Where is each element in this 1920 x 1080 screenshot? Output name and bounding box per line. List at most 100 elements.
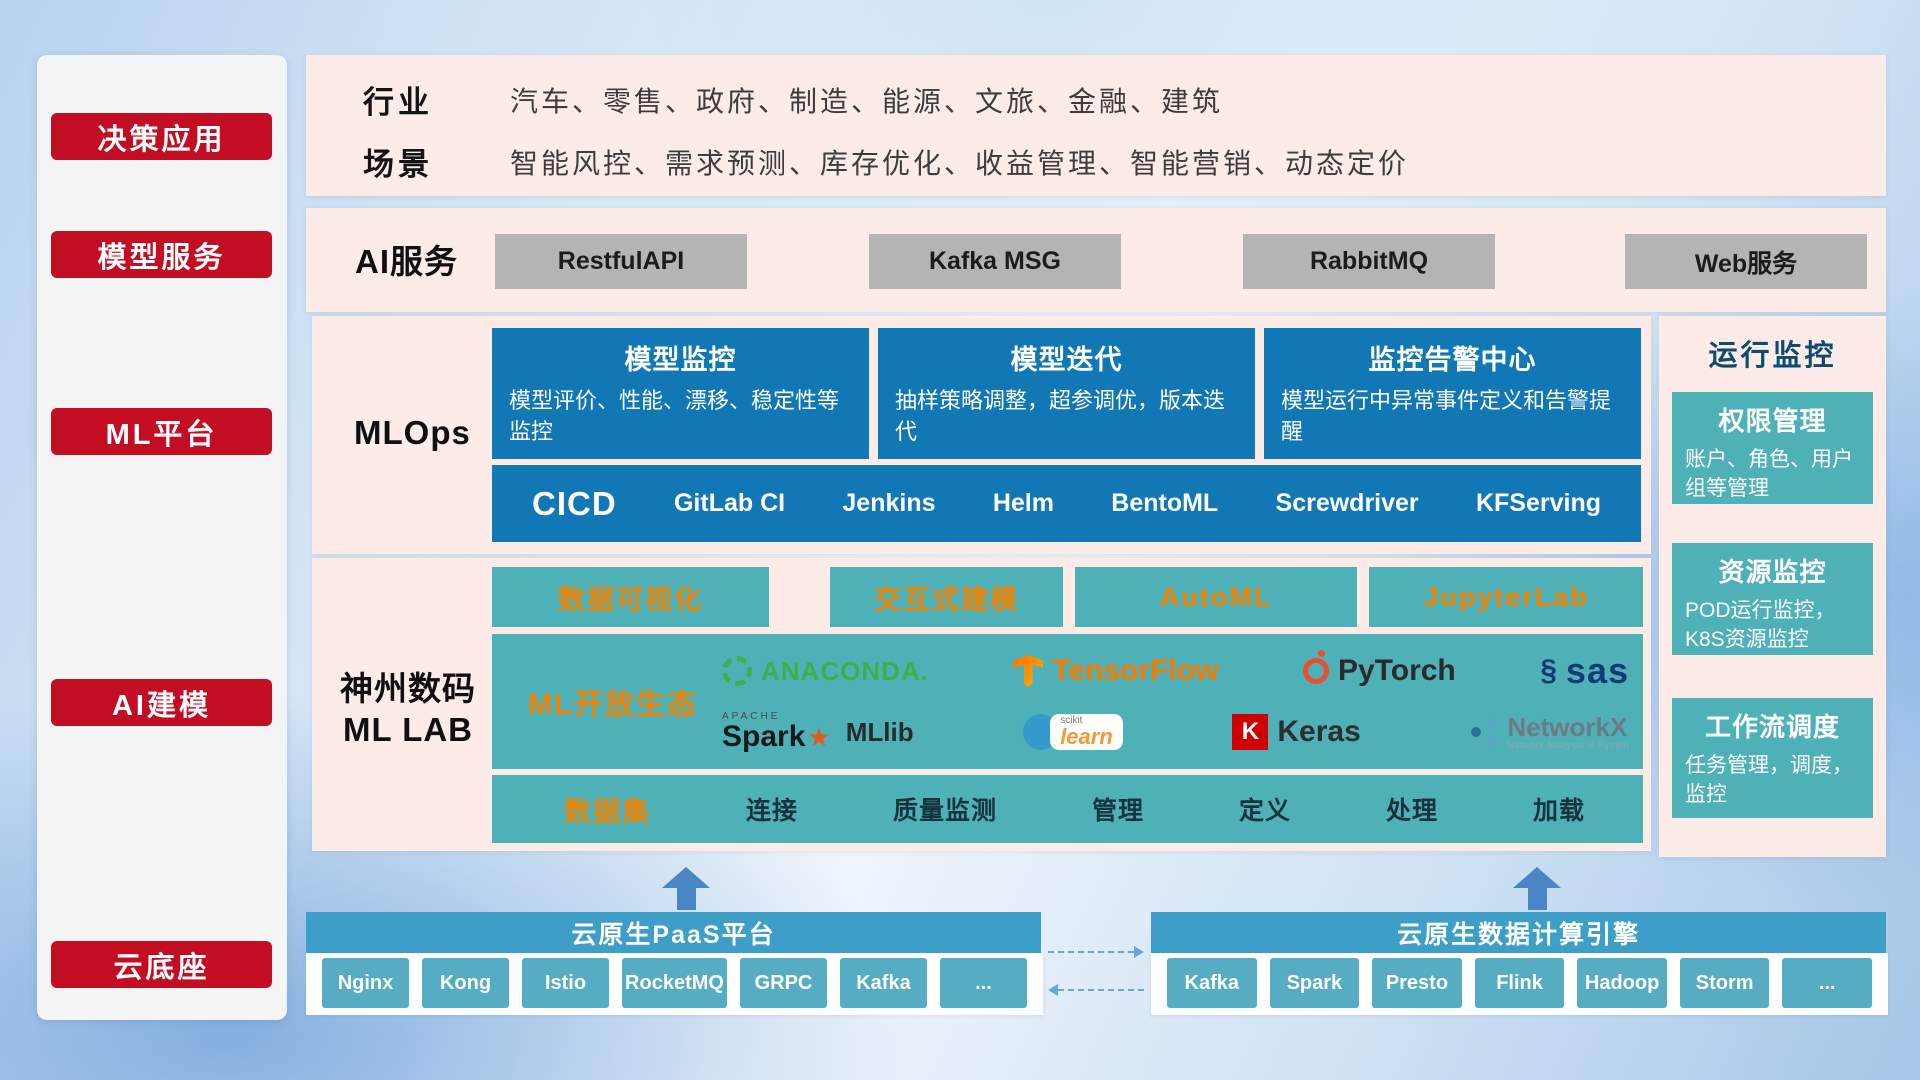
- card-desc: 任务管理，调度，监控: [1685, 754, 1853, 807]
- ml-lab-label-line2: ML LAB: [342, 711, 474, 749]
- ml-lab-label: 神州数码 ML LAB: [326, 668, 490, 751]
- service-restfulapi: RestfulAPI: [495, 234, 747, 289]
- runtime-monitoring-panel: 运行监控 权限管理 账户、角色、用户组等管理 资源监控 POD运行监控，K8S资…: [1659, 316, 1886, 857]
- paas-item-rocketmq: RocketMQ: [622, 958, 727, 1008]
- card-title: 工作流调度: [1704, 712, 1840, 742]
- card-desc: POD运行监控，K8S资源监控: [1685, 599, 1836, 652]
- tensorflow-logo: TensorFlow: [1013, 654, 1218, 688]
- ecosystem-label: ML开放生态: [528, 688, 698, 721]
- card-title: 权限管理: [1718, 406, 1827, 436]
- ecosystem-logos: ANACONDA. TensorFlow PyTorch § sas: [722, 642, 1629, 761]
- dashed-arrow-left: [1048, 984, 1144, 996]
- layer-decision-application: 决策应用: [51, 113, 272, 160]
- arrow-head: [662, 867, 710, 888]
- cicd-label: CICD: [532, 484, 617, 522]
- engine-item-spark: Spark: [1269, 958, 1360, 1008]
- cicd-tool-gitlab-ci: GitLab CI: [673, 489, 786, 517]
- ai-service-label: AI服务: [355, 243, 458, 280]
- networkx-caption: Network Analysis in Python: [1507, 739, 1629, 750]
- paas-item-istio: Istio: [522, 958, 610, 1008]
- dataset-item-quality: 质量监测: [892, 797, 997, 825]
- arrow-stem: [676, 888, 696, 910]
- industry-list: 汽车、零售、政府、制造、能源、文旅、金融、建筑: [510, 86, 1224, 117]
- lab-tool-automl: AutoML: [1075, 567, 1357, 627]
- anaconda-logo: ANACONDA.: [722, 656, 929, 687]
- scikit-learn-wordmark: scikit learn: [1050, 714, 1123, 750]
- dashed-line: [1058, 989, 1144, 991]
- scene-label: 场景: [363, 147, 433, 182]
- ml-open-ecosystem-box: ML开放生态 ANACONDA. TensorFlow PyTorch: [492, 634, 1643, 769]
- layer-ai-modeling: AI建模: [51, 679, 272, 726]
- cicd-tool-jenkins: Jenkins: [842, 489, 936, 517]
- mon-card-permission: 权限管理 账户、角色、用户组等管理: [1672, 392, 1873, 504]
- up-arrow-left: [662, 867, 710, 910]
- lab-tool-data-visualization: 数据可视化: [492, 567, 769, 627]
- dataset-item-process: 处理: [1385, 797, 1438, 825]
- scikit-caption: scikit: [1060, 715, 1083, 726]
- keras-icon: K: [1232, 714, 1269, 750]
- apache-caption: APACHE: [722, 711, 781, 722]
- mlops-card-model-iteration: 模型迭代 抽样策略调整，超参调优，版本迭代: [878, 328, 1255, 459]
- cicd-tool-helm: Helm: [992, 489, 1054, 517]
- dataset-item-define: 定义: [1238, 797, 1291, 825]
- spark-mllib-logo: APACHE Spark ★ MLlib: [722, 712, 914, 752]
- spark-icon: ★: [807, 722, 831, 752]
- paas-item-kafka: Kafka: [839, 958, 927, 1008]
- networkx-wordmark: NetworkX: [1507, 711, 1628, 742]
- networkx-icon: [1470, 717, 1499, 746]
- card-desc: 账户、角色、用户组等管理: [1685, 448, 1853, 501]
- service-kafka-msg: Kafka MSG: [869, 234, 1121, 289]
- paas-item-nginx: Nginx: [322, 958, 410, 1008]
- sas-logo: § sas: [1540, 650, 1629, 692]
- engine-item-storm: Storm: [1679, 958, 1770, 1008]
- pytorch-wordmark: PyTorch: [1337, 654, 1456, 687]
- ml-lab-panel: 神州数码 ML LAB 数据可视化 交互式建模 AutoML JupyterLa…: [312, 558, 1651, 851]
- paas-item-more: ...: [939, 958, 1027, 1008]
- spark-wordmark: APACHE Spark ★: [722, 712, 831, 752]
- arrow-head-right: [1134, 946, 1144, 958]
- sas-wordmark: sas: [1565, 650, 1629, 691]
- layer-ml-platform: ML平台: [51, 408, 272, 455]
- learn-text: learn: [1060, 724, 1113, 749]
- spark-text: Spark: [722, 720, 806, 753]
- dashed-line: [1048, 951, 1134, 953]
- paas-item-grpc: GRPC: [739, 958, 827, 1008]
- arrow-head: [1513, 867, 1561, 888]
- card-title: 模型迭代: [1010, 345, 1123, 375]
- dataset-item-connect: 连接: [745, 797, 798, 825]
- cicd-tool-screwdriver: Screwdriver: [1275, 489, 1419, 517]
- paas-banner: 云原生PaaS平台: [306, 912, 1041, 953]
- card-desc: 模型运行中异常事件定义和告警提醒: [1281, 388, 1612, 444]
- dataset-bar: 数据集 连接 质量监测 管理 定义 处理 加载: [492, 775, 1643, 843]
- industry-scene-panel: 行业 汽车、零售、政府、制造、能源、文旅、金融、建筑 场景 智能风控、需求预测、…: [306, 55, 1886, 196]
- cicd-bar: CICD GitLab CI Jenkins Helm BentoML Scre…: [492, 465, 1641, 542]
- cicd-tool-bentoml: BentoML: [1111, 489, 1219, 517]
- card-desc: 抽样策略调整，超参调优，版本迭代: [895, 388, 1226, 444]
- engine-item-more: ...: [1782, 958, 1873, 1008]
- pytorch-logo: PyTorch: [1302, 650, 1456, 688]
- mllib-wordmark: MLlib: [845, 716, 914, 747]
- data-engine-banner: 云原生数据计算引擎: [1151, 912, 1886, 953]
- networkx-logo: NetworkX Network Analysis in Python: [1470, 711, 1629, 751]
- paas-item-kong: Kong: [422, 958, 510, 1008]
- runtime-monitoring-title: 运行监控: [1708, 340, 1837, 372]
- engine-item-kafka: Kafka: [1167, 958, 1257, 1008]
- engine-item-flink: Flink: [1474, 958, 1565, 1008]
- ecosystem-row-1: ANACONDA. TensorFlow PyTorch § sas: [722, 642, 1629, 700]
- tensorflow-icon: [1013, 655, 1044, 687]
- mlops-card-model-monitoring: 模型监控 模型评价、性能、漂移、稳定性等监控: [492, 328, 869, 459]
- mon-card-resource: 资源监控 POD运行监控，K8S资源监控: [1672, 543, 1873, 655]
- dataset-item-load: 加载: [1532, 797, 1585, 825]
- sas-swirl-icon: §: [1540, 654, 1557, 687]
- engine-item-presto: Presto: [1372, 958, 1462, 1008]
- service-web: Web服务: [1625, 234, 1867, 289]
- keras-wordmark: Keras: [1277, 715, 1361, 748]
- engine-item-hadoop: Hadoop: [1577, 958, 1667, 1008]
- scene-list: 智能风控、需求预测、库存优化、收益管理、智能营销、动态定价: [510, 148, 1410, 179]
- keras-logo: K Keras: [1232, 714, 1361, 750]
- lab-tool-interactive-modeling: 交互式建模: [830, 567, 1063, 627]
- cicd-tool-kfserving: KFServing: [1475, 489, 1601, 517]
- card-desc: 模型评价、性能、漂移、稳定性等监控: [509, 388, 840, 444]
- layer-model-service: 模型服务: [51, 231, 272, 278]
- up-arrow-right: [1513, 867, 1561, 910]
